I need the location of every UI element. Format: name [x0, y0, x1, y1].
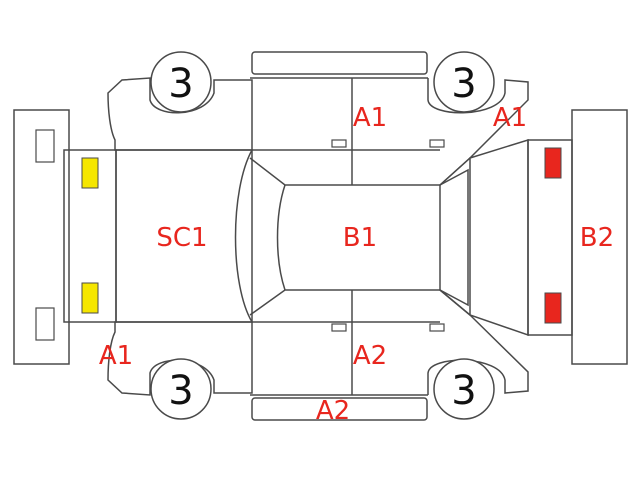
- front-lamp-bottom: [81, 282, 99, 314]
- rear-lamp-top: [544, 147, 562, 179]
- wheel-front-bottom-count: 3: [168, 368, 193, 414]
- rear-lamp-bottom: [544, 292, 562, 324]
- wheel-rear-bottom: 3: [433, 358, 495, 420]
- damage-code-top-rear-fender: A1: [493, 103, 527, 133]
- bottom-side-body: [107, 289, 529, 396]
- wheel-front-top: 3: [150, 51, 212, 113]
- trunk: [469, 138, 573, 337]
- wheel-rear-top-count: 3: [451, 61, 476, 107]
- damage-code-trunk: B2: [580, 223, 614, 253]
- bonnet: [63, 149, 253, 323]
- damage-code-bottom-rear-door: A2: [353, 341, 387, 371]
- top-side-body: [107, 77, 529, 186]
- damage-code-bonnet: SC1: [156, 223, 207, 253]
- damage-code-roof: B1: [343, 223, 377, 253]
- damage-code-bottom-sill: A2: [316, 396, 350, 426]
- wheel-front-bottom: 3: [150, 358, 212, 420]
- wheel-rear-top: 3: [433, 51, 495, 113]
- front-bumper: [13, 109, 70, 365]
- wheel-front-top-count: 3: [168, 61, 193, 107]
- damage-code-top-front-door: A1: [353, 103, 387, 133]
- wheel-rear-bottom-count: 3: [451, 368, 476, 414]
- top-side-sill: [251, 51, 428, 75]
- cabin-roof: [234, 149, 471, 323]
- bottom-side-sill: [251, 397, 428, 421]
- front-lamp-top: [81, 157, 99, 189]
- rear-bumper: [571, 109, 628, 365]
- damage-code-bottom-front-fender: A1: [99, 341, 133, 371]
